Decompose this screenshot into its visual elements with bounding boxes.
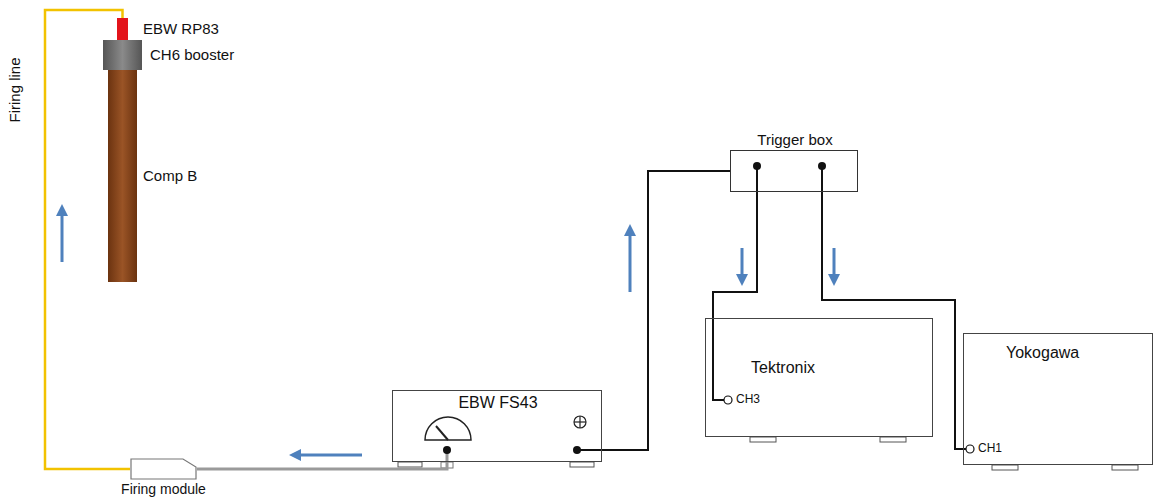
- port-label: CH3: [736, 393, 760, 407]
- wire-label: Firing line: [6, 57, 23, 122]
- module-outline: [130, 458, 197, 480]
- cable: [713, 192, 757, 318]
- node-label: Firing module: [121, 481, 206, 497]
- node-label: CH6 booster: [150, 46, 234, 63]
- module-shape: [131, 459, 196, 479]
- node-label: EBW RP83: [143, 20, 219, 37]
- trigger-ports: [753, 162, 826, 192]
- oscilloscope: Tektronix: [705, 318, 933, 437]
- booster: CH6 booster: [103, 40, 142, 70]
- firing-module: Firing module: [130, 458, 197, 480]
- explosive-charge: Comp B: [108, 70, 137, 282]
- cable: [822, 192, 963, 449]
- node-label: Tektronix: [751, 359, 815, 377]
- port-label: CH1: [978, 442, 1002, 456]
- firing-set-panel: [398, 416, 602, 468]
- scope-details: [713, 318, 906, 442]
- flow-arrow: [62, 210, 834, 455]
- node-label: Yokogawa: [1006, 344, 1079, 362]
- firing-set: EBW FS43: [392, 390, 602, 462]
- cable: [197, 462, 447, 469]
- cable: [602, 171, 730, 450]
- node-label: Trigger box: [757, 131, 832, 148]
- trigger-box: Trigger box: [730, 150, 858, 192]
- node-label: Comp B: [143, 167, 197, 184]
- detonator: EBW RP83: [117, 18, 128, 40]
- node-label: EBW FS43: [458, 394, 537, 412]
